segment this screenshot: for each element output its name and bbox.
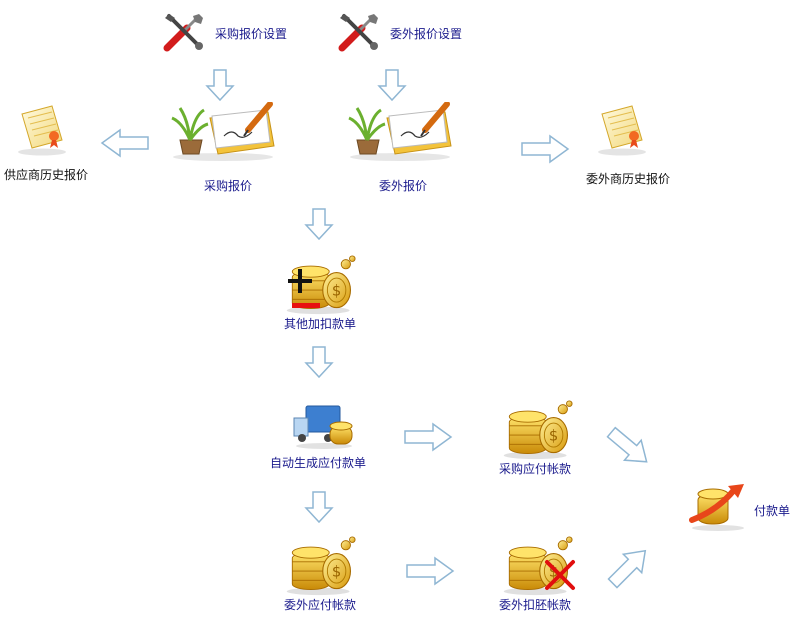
outsource-payable-account-label: 委外应付帐款 [284, 598, 357, 612]
coins-icon [497, 400, 577, 460]
outsource-deduction-account[interactable]: 委外扣胚帐款 [497, 536, 597, 612]
tools-icon [163, 12, 207, 52]
outsource-quote-settings[interactable]: 委外报价设置 [338, 12, 478, 54]
arrow-down-icon [304, 345, 334, 379]
arrow-right-icon [405, 556, 455, 586]
purchase-quote-settings-label: 采购报价设置 [215, 27, 288, 41]
outsource-quote-settings-label: 委外报价设置 [390, 27, 463, 41]
arrow-left-icon [100, 128, 150, 158]
arrow-diagonal-down-icon [600, 419, 658, 474]
payment-voucher[interactable]: 付款单 [688, 480, 798, 536]
quote-pen-icon [345, 102, 455, 162]
document-icon [14, 100, 70, 156]
supplier-history-quote-label: 供应商历史报价 [4, 168, 89, 182]
outsourcer-history-quote[interactable]: 委外商历史报价 [586, 100, 696, 186]
other-adjustments[interactable]: 其他加扣款单 [280, 255, 380, 333]
purchase-payable-account-label: 采购应付帐款 [499, 462, 572, 476]
red-x-icon [545, 560, 575, 590]
tools-icon [338, 12, 382, 52]
truck-coins-icon [293, 405, 353, 449]
auto-generate-payable[interactable]: 自动生成应付款单 [270, 400, 390, 472]
coins-icon [280, 536, 360, 596]
outsourcer-history-quote-label: 委外商历史报价 [586, 172, 671, 186]
purchase-payable-account[interactable]: 采购应付帐款 [497, 400, 597, 476]
arrow-down-icon [205, 68, 235, 102]
coins-arrow-icon [689, 484, 744, 531]
arrow-down-icon [304, 207, 334, 241]
other-adjustments-label: 其他加扣款单 [284, 317, 357, 331]
minus-sign-icon [292, 303, 320, 308]
purchase-quote-label: 采购报价 [204, 179, 253, 193]
arrow-diagonal-up-icon [601, 539, 658, 596]
outsource-quote-label: 委外报价 [379, 179, 428, 193]
arrow-right-icon [403, 422, 453, 452]
purchase-quote[interactable]: 采购报价 [168, 102, 283, 193]
plus-sign-icon [298, 269, 302, 293]
arrow-down-icon [377, 68, 407, 102]
payment-voucher-label: 付款单 [754, 504, 791, 518]
quote-pen-icon [168, 102, 278, 162]
arrow-down-icon [304, 490, 334, 524]
outsource-deduction-account-label: 委外扣胚帐款 [499, 598, 572, 612]
auto-generate-payable-label: 自动生成应付款单 [270, 456, 367, 470]
outsource-quote[interactable]: 委外报价 [345, 102, 460, 193]
arrow-right-icon [520, 134, 570, 164]
supplier-history-quote[interactable]: 供应商历史报价 [2, 100, 102, 186]
outsource-payable-account[interactable]: 委外应付帐款 [280, 536, 380, 612]
document-icon [594, 100, 650, 156]
purchase-quote-settings[interactable]: 采购报价设置 [163, 12, 303, 54]
